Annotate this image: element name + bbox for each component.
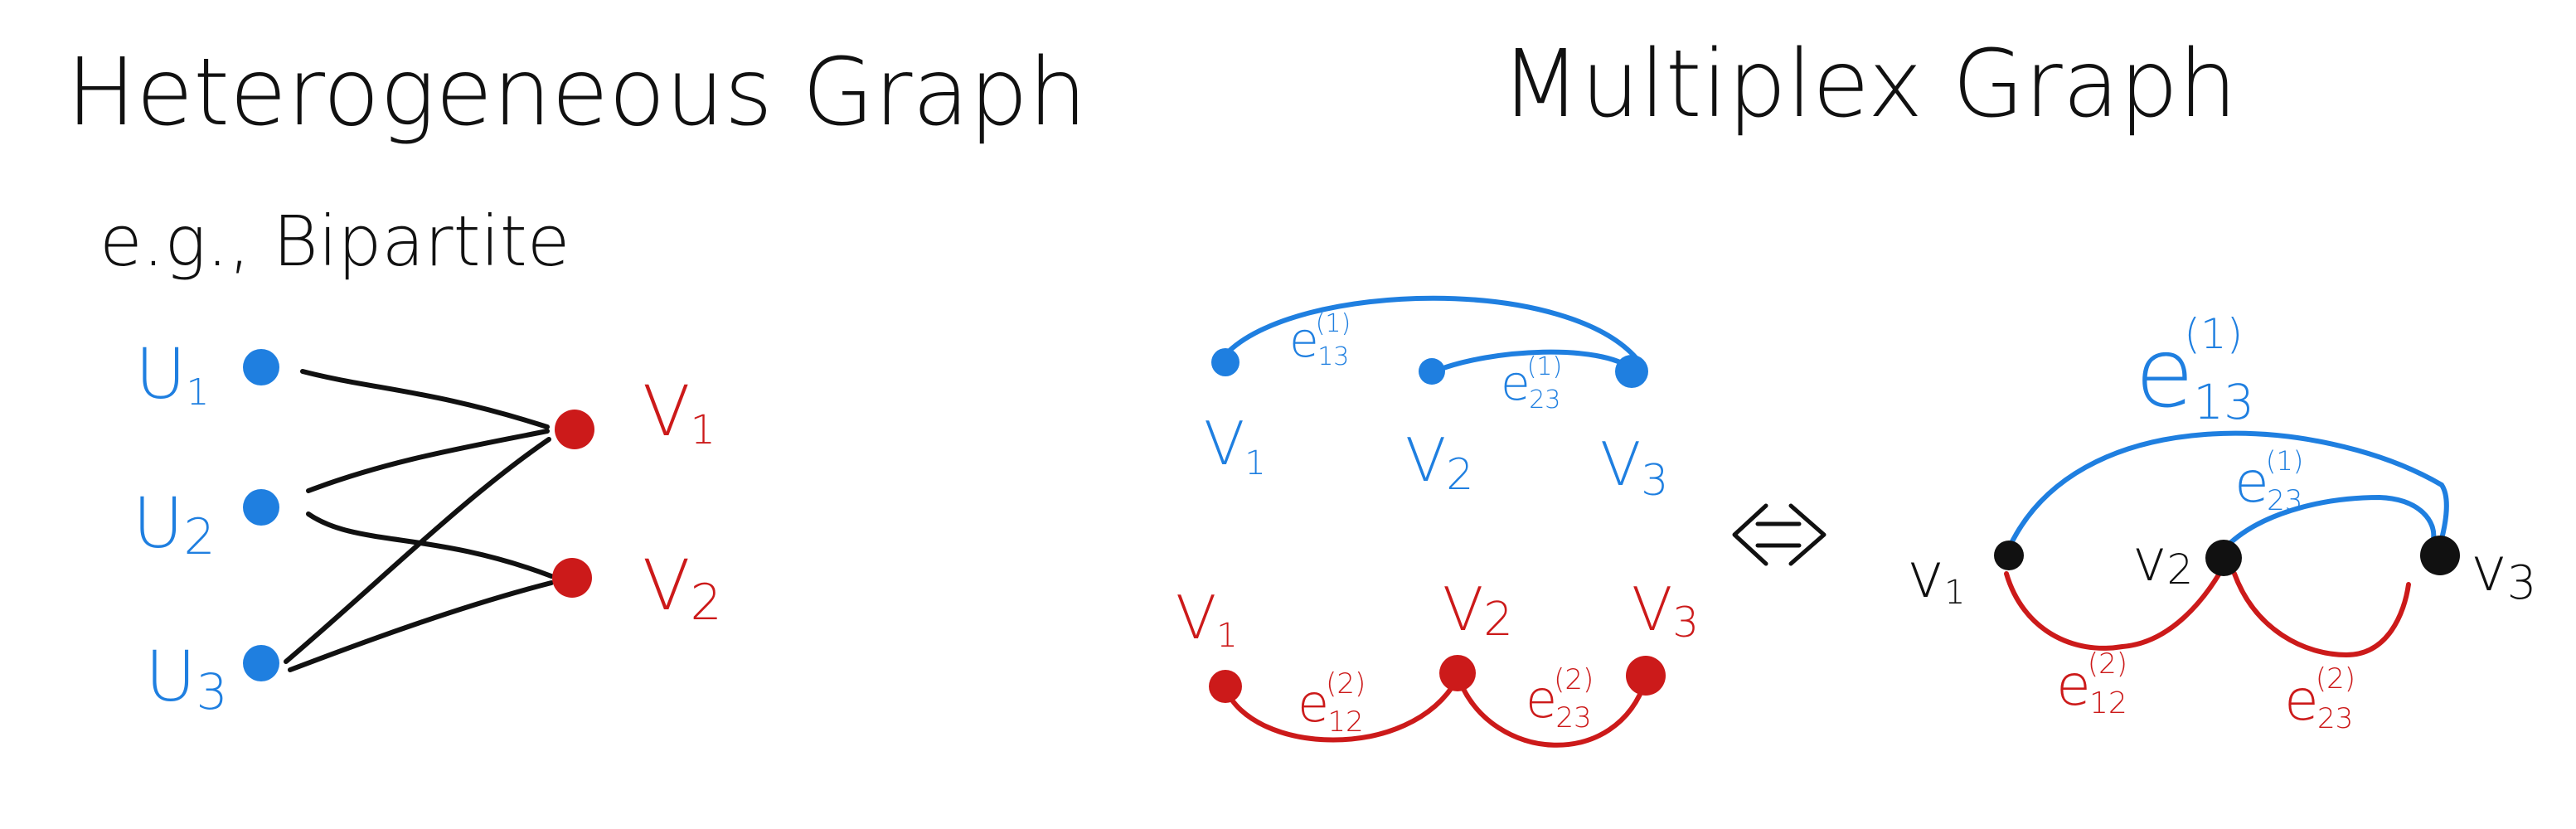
node-u2 [243, 489, 279, 526]
merged-node-v2 [2205, 540, 2242, 576]
layer1-label-v1: V1 [1204, 409, 1266, 482]
heterogeneous-graph-title: Heterogeneous Graph [66, 39, 1087, 147]
edge-layer1-v2-v3 [1432, 349, 1634, 374]
layer2-label-v3: V3 [1632, 574, 1699, 647]
edge-layer2-v2-v3 [1457, 677, 1648, 748]
layer2-label-v1: V1 [1176, 583, 1238, 655]
merged-edge-v1-v2 [2004, 570, 2223, 651]
layer1-edge-label-e13: e(1)13 [1289, 309, 1351, 371]
layer2-edge-label-e23: e(2)23 [1526, 663, 1594, 734]
label-u1: U1 [135, 333, 209, 414]
merged-node-v3 [2420, 536, 2460, 575]
merged-label-v1: v1 [1907, 538, 1965, 612]
layer2-node-v3 [1626, 656, 1666, 696]
layer1-node-v2 [1419, 358, 1445, 385]
equivalence-arrow-icon [1732, 503, 1826, 566]
node-u1 [243, 349, 279, 385]
merged-label-v3: v3 [2471, 534, 2536, 610]
layer1-node-v3 [1615, 355, 1648, 388]
bipartite-subtitle: e.g., Bipartite [99, 201, 570, 282]
layer2-node-v2 [1439, 655, 1476, 691]
layer1-label-v2: V2 [1405, 425, 1473, 500]
merged-node-v1 [1994, 541, 2024, 570]
label-u3: U3 [145, 636, 228, 721]
node-v2 [552, 558, 592, 598]
label-v1: V1 [643, 371, 716, 453]
layer2-label-v2: V2 [1443, 574, 1513, 647]
edge-u2-v1 [306, 429, 550, 493]
edge-layer1-v1-v3 [1223, 295, 1644, 367]
label-v2: V2 [643, 545, 722, 632]
arrow-right-head [1788, 503, 1826, 566]
bipartite-graph: U1 U2 U3 V1 V2 [133, 333, 722, 721]
node-v1 [555, 410, 594, 449]
merged-edge-v2-v3-red [2232, 571, 2411, 658]
multiplex-layer-1: e(1)13 e(1)23 V1 V2 V3 [1204, 295, 1668, 506]
label-u2: U2 [133, 482, 216, 566]
node-u3 [243, 645, 279, 681]
merged-edge-v1-v3 [2004, 430, 2449, 556]
edge-u1-v1 [300, 369, 550, 429]
edge-layer2-v1-v2 [1223, 677, 1459, 743]
merged-edge-label-e12: e(2)12 [2056, 647, 2127, 720]
layer1-node-v1 [1211, 348, 1239, 376]
edge-u3-v2 [288, 580, 554, 672]
merged-edge-v2-v3 [2219, 494, 2437, 554]
arrow-shaft [1755, 521, 1802, 548]
multiplex-layer-2: V1 V2 V3 e(2)12 e(2)23 [1176, 574, 1699, 748]
layer1-edge-label-e23: e(1)23 [1501, 352, 1562, 414]
edge-u2-v2 [306, 511, 554, 579]
merged-multiplex-graph: v1 v2 v3 e(1)13 e(1)23 e(2)12 e(2)23 [1907, 310, 2536, 735]
multiplex-graph-title: Multiplex Graph [1501, 31, 2237, 138]
merged-label-v2: v2 [2132, 526, 2193, 594]
merged-edge-label-e13: e(1)13 [2135, 310, 2254, 430]
layer2-edge-label-e12: e(2)12 [1298, 667, 1366, 739]
edge-u3-v1 [284, 437, 551, 664]
layer1-label-v3: V3 [1600, 429, 1668, 506]
merged-edge-label-e23-red: e(2)23 [2284, 662, 2355, 735]
arrow-left-head [1732, 503, 1768, 566]
merged-edge-label-e23: e(1)23 [2234, 445, 2303, 517]
layer2-node-v1 [1209, 670, 1242, 703]
